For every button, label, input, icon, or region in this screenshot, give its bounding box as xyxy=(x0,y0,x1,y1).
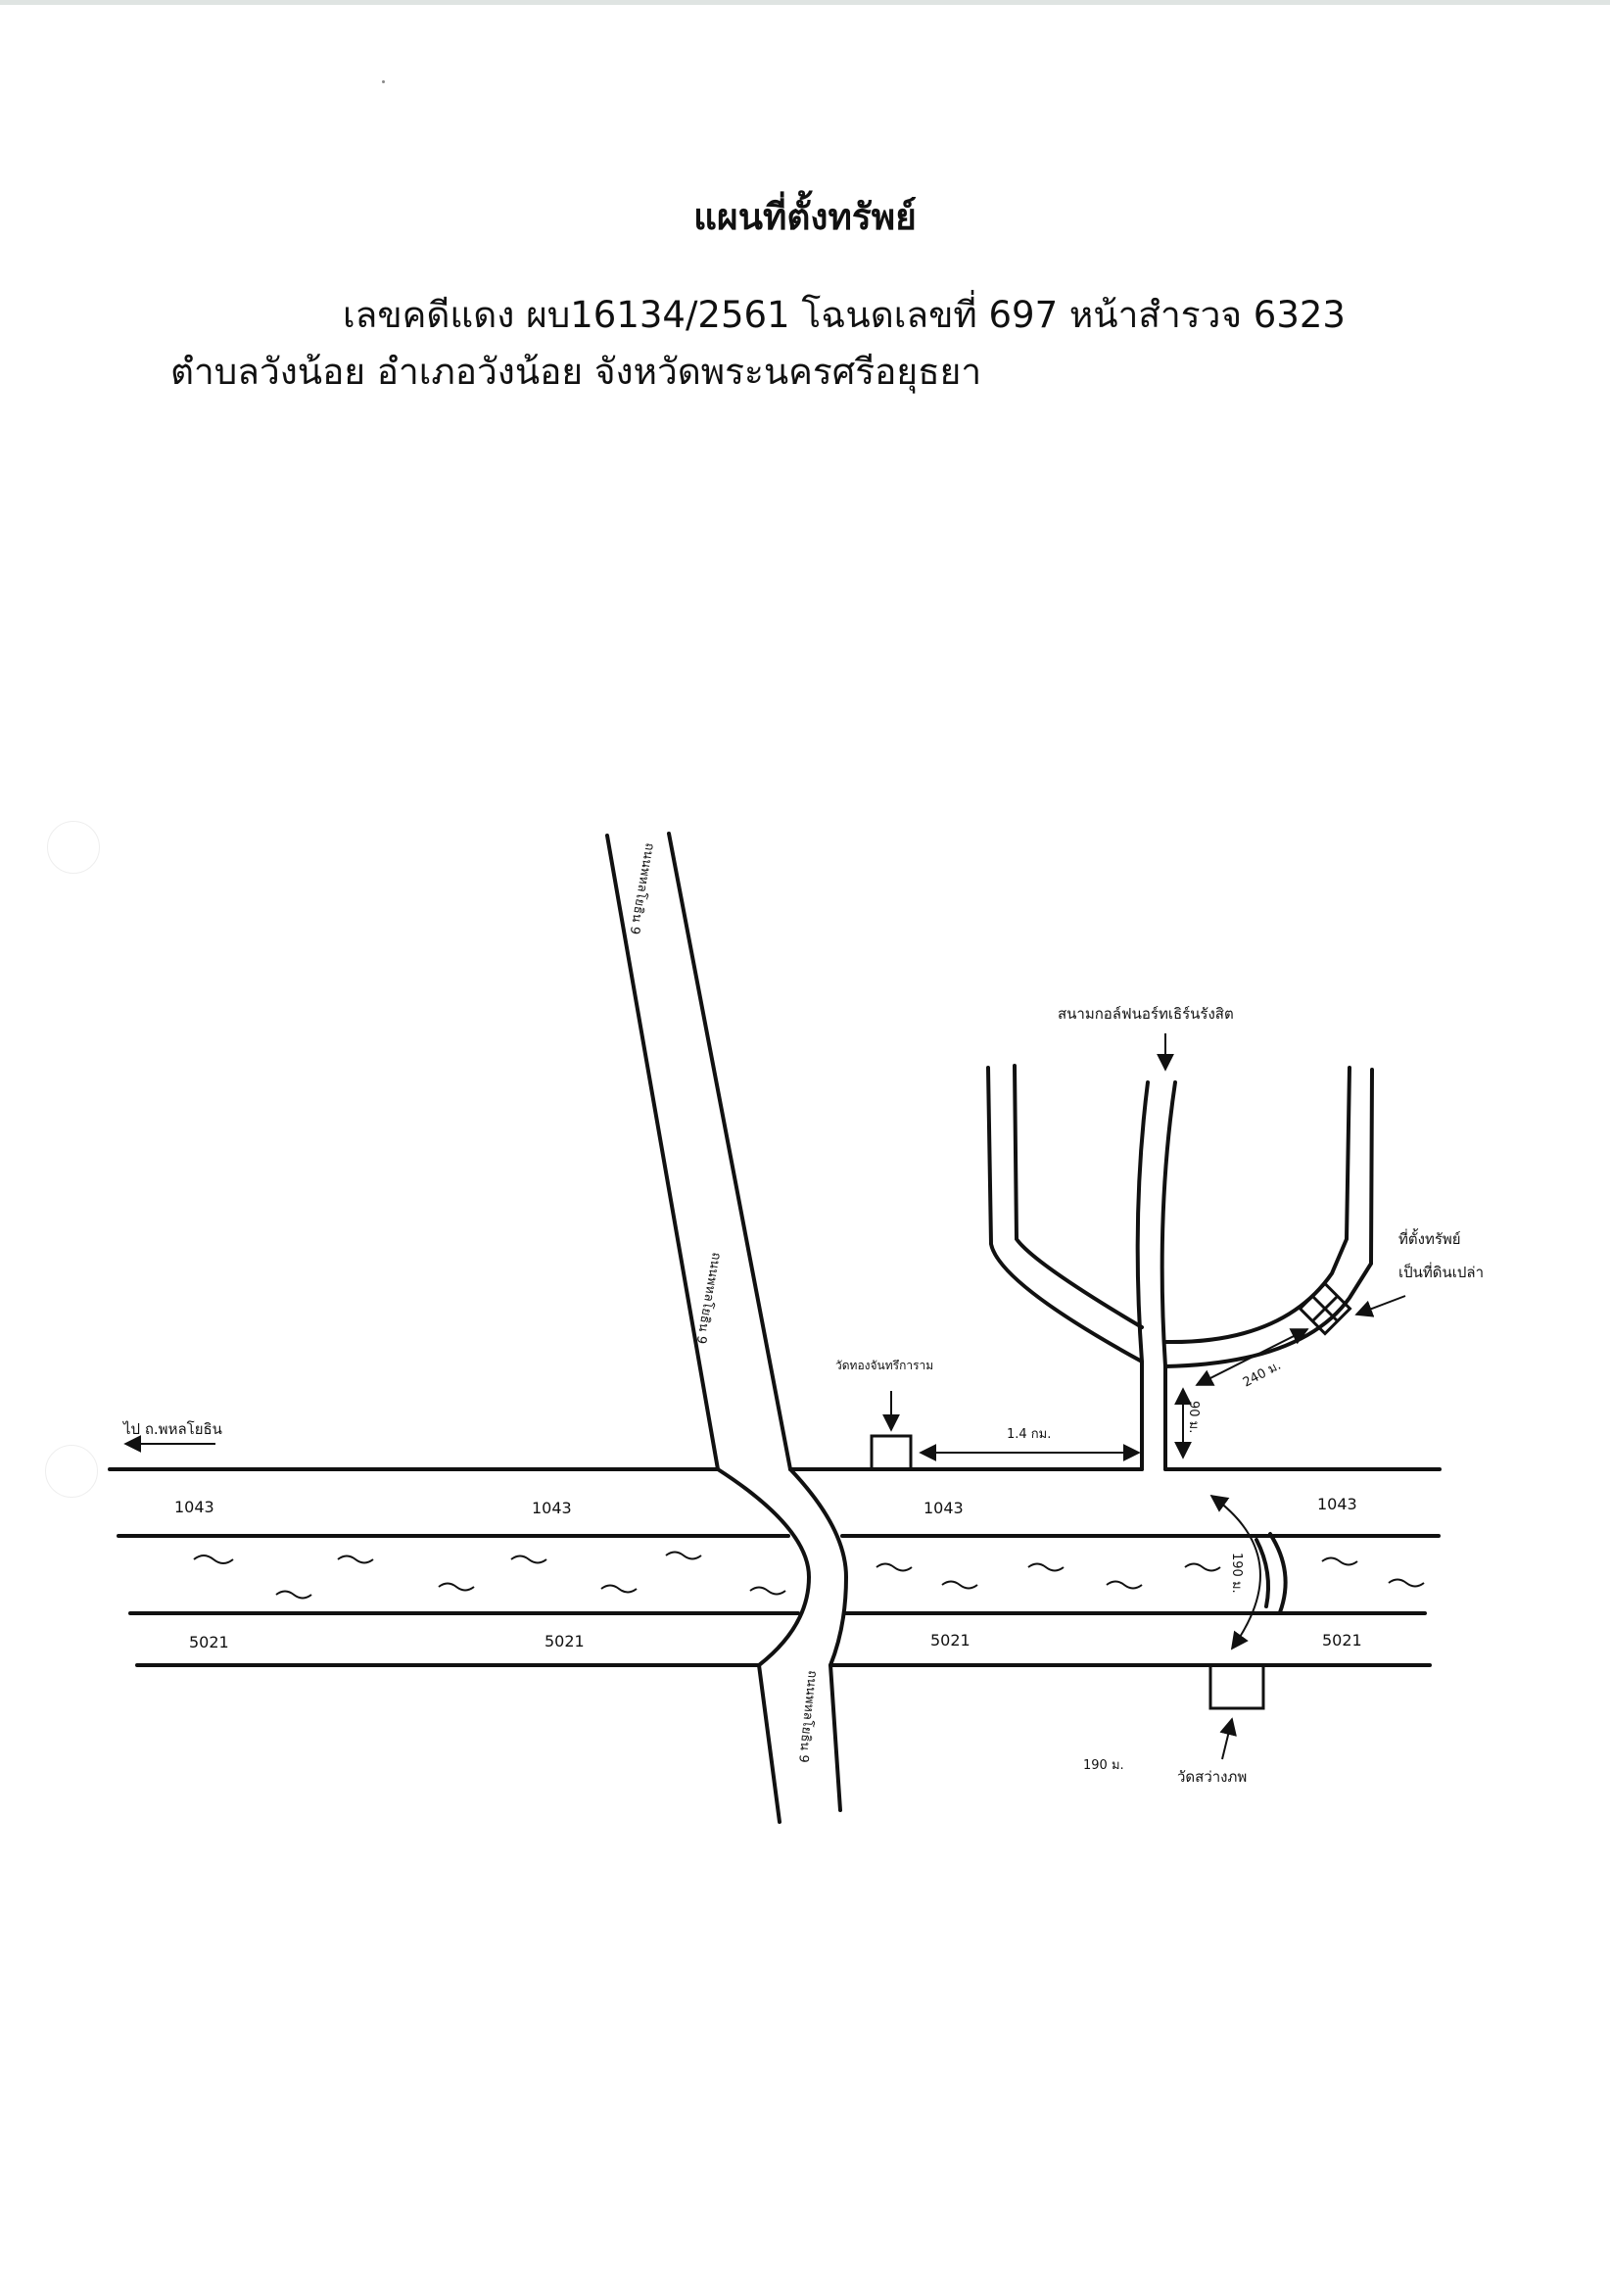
road-5021-label: 5021 xyxy=(930,1631,971,1650)
water-wave xyxy=(876,1562,913,1572)
highway-9-bridge-west xyxy=(716,1467,812,1667)
water-wave xyxy=(600,1584,638,1594)
road-5021-label: 5021 xyxy=(545,1632,585,1650)
highway-9-bridge-east xyxy=(788,1467,849,1667)
golf-road-west-edge xyxy=(1135,1080,1150,1471)
page-title: แผนที่ตั้งทรัพย์ xyxy=(693,196,917,238)
distance-190m: 190 ม. xyxy=(1083,1758,1124,1773)
arrow-190m-canal xyxy=(1209,1494,1261,1650)
water-wave xyxy=(665,1551,702,1560)
map-arrows xyxy=(123,1033,1406,1760)
road-5021-label: 5021 xyxy=(1322,1631,1362,1650)
road-1043-label: 1043 xyxy=(923,1499,964,1517)
distance-240m: 240 ม. xyxy=(1241,1359,1284,1391)
branch-west-inner xyxy=(1013,1064,1144,1329)
to-phahonyothin-label: ไป ถ.พหลโยธิน xyxy=(122,1420,222,1438)
wat-thong-label: วัดทองจันทรึการาม xyxy=(835,1359,933,1372)
wat-sawang-label: วัดสว่างภพ xyxy=(1177,1768,1247,1786)
highway-9-label: ถนนพหลโยธิน 9 xyxy=(795,1670,821,1764)
road-1043-label: 1043 xyxy=(1317,1495,1357,1513)
golf-course-label: สนามกอล์ฟนอร์ทเธิร์นรังสิต xyxy=(1058,1005,1234,1023)
arrow-240m xyxy=(1195,1328,1309,1386)
water-wave xyxy=(193,1555,234,1564)
water-wave xyxy=(749,1586,786,1596)
water-wave xyxy=(1388,1578,1425,1588)
roads xyxy=(108,832,1442,1824)
case-number-line: เลขคดีแดง ผบ16134/2561 โฉนดเลขที่ 697 หน… xyxy=(343,294,1346,336)
wat-thong-building xyxy=(870,1434,913,1471)
property-marker xyxy=(1298,1281,1352,1336)
branch-west-outer xyxy=(986,1066,1144,1363)
canal-uturn xyxy=(1268,1532,1288,1614)
property-label-line2: เป็นที่ดินเปล่า xyxy=(1398,1262,1484,1281)
property-label-line1: ที่ตั้งทรัพย์ xyxy=(1398,1228,1461,1248)
highway-9-south-west-edge xyxy=(757,1663,781,1824)
water-wave xyxy=(438,1582,475,1592)
highway-9-label: ถนนพหลโยธิน 9 xyxy=(627,841,658,935)
water-wave xyxy=(1106,1580,1143,1590)
scan-speck xyxy=(382,80,385,83)
water-wave xyxy=(1321,1556,1358,1566)
punch-hole-mark xyxy=(45,1445,98,1498)
highway-9-north-west-edge xyxy=(605,834,720,1471)
arrow-wat-sawang xyxy=(1219,1717,1237,1760)
highway-9-north-east-edge xyxy=(667,832,792,1471)
water-wave xyxy=(941,1580,978,1590)
branch-east-inner xyxy=(1163,1066,1351,1345)
distance-190m-canal: 190 ม. xyxy=(1229,1553,1244,1594)
scan-top-edge xyxy=(0,0,1610,5)
water-wave xyxy=(1027,1562,1065,1572)
distance-90m: 90 ม. xyxy=(1186,1401,1201,1433)
golf-road-east-edge xyxy=(1160,1080,1177,1471)
highway-9-south-east-edge xyxy=(829,1663,842,1812)
branch-east-outer xyxy=(1163,1068,1374,1368)
distance-1-4km: 1.4 กม. xyxy=(1007,1427,1051,1442)
arrow-property xyxy=(1354,1295,1406,1317)
road-1043-label: 1043 xyxy=(174,1498,214,1516)
address-line: ตำบลวังน้อย อำเภอวังน้อย จังหวัดพระนครศร… xyxy=(170,351,982,393)
canal-uturn xyxy=(1255,1538,1270,1608)
water-wave xyxy=(1184,1562,1221,1572)
punch-hole-mark xyxy=(47,821,100,874)
water-wave xyxy=(337,1555,374,1564)
highway-9-label: ถนนพหลโยธิน 9 xyxy=(693,1251,725,1345)
wat-sawang-building xyxy=(1208,1663,1265,1710)
water-wave xyxy=(510,1555,547,1564)
water-wave xyxy=(275,1590,312,1600)
document-header: แผนที่ตั้งทรัพย์ เลขคดีแดง ผบ16134/2561 … xyxy=(0,0,1610,411)
road-1043-label: 1043 xyxy=(532,1499,572,1517)
road-5021-label: 5021 xyxy=(189,1633,229,1651)
canal-waves xyxy=(193,1551,1425,1600)
